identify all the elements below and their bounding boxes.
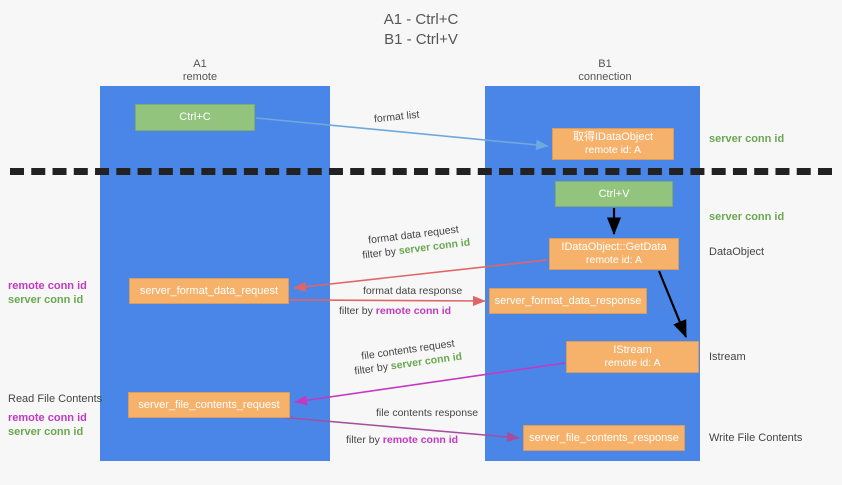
- node-istream-line1: IStream: [613, 344, 652, 356]
- node-format-data-response[interactable]: server_format_data_response: [489, 288, 647, 314]
- node-file-contents-response[interactable]: server_file_contents_response: [523, 425, 685, 451]
- edge-label-file-contents-response: file contents response: [376, 407, 479, 419]
- edge-label-format-data-response-filter: filter by remote conn id: [339, 305, 451, 318]
- node-ctrl-v-label: Ctrl+V: [598, 187, 630, 200]
- side-label-istream: Istream: [709, 351, 746, 363]
- lane-header-a1: A1 remote: [140, 58, 260, 84]
- node-getdata-line2: remote id: A: [585, 254, 643, 266]
- node-idataobject-line1: 取得IDataObject: [572, 131, 654, 143]
- side-label-dataobject: DataObject: [709, 246, 765, 258]
- page-title: A1 - Ctrl+C B1 - Ctrl+V: [0, 10, 842, 50]
- node-file-contents-request-label: server_file_contents_request: [138, 398, 280, 411]
- filter-prefix-3: filter by: [353, 360, 392, 378]
- filter-prefix-4: filter by: [346, 434, 383, 446]
- filter-value-4: remote conn id: [382, 434, 459, 446]
- side-label-read-file-contents: Read File Contents: [8, 393, 103, 405]
- node-getdata-line1: IDataObject::GetData: [561, 241, 667, 253]
- filter-value-2: remote conn id: [375, 305, 452, 317]
- node-istream[interactable]: IStream remote id: A: [566, 341, 699, 373]
- filter-prefix-1: filter by: [361, 245, 400, 262]
- lane-header-b1-sub: connection: [578, 71, 632, 83]
- annotation-server-conn-id-top: server conn id: [709, 133, 785, 145]
- node-file-contents-response-label: server_file_contents_response: [529, 431, 679, 444]
- node-idataobject[interactable]: 取得IDataObject remote id: A: [552, 128, 674, 160]
- annotation-server-conn-id-2: server conn id: [8, 426, 84, 438]
- annotation-remote-conn-id-2: remote conn id: [8, 412, 87, 424]
- node-idataobject-line2: remote id: A: [584, 144, 642, 156]
- annotation-server-conn-id-1: server conn id: [8, 294, 84, 306]
- node-format-data-request[interactable]: server_format_data_request: [129, 278, 289, 304]
- lane-header-a1-name: A1: [193, 58, 207, 70]
- node-file-contents-request[interactable]: server_file_contents_request: [128, 392, 290, 418]
- lane-header-b1-name: B1: [598, 58, 612, 70]
- filter-prefix-2: filter by: [339, 305, 376, 317]
- edge-label-format-list: format list: [373, 108, 420, 126]
- edge-label-file-contents-response-filter: filter by remote conn id: [346, 434, 458, 447]
- title-line-2: B1 - Ctrl+V: [384, 31, 458, 48]
- lane-header-b1: B1 connection: [535, 58, 675, 84]
- node-ctrl-c-label: Ctrl+C: [179, 111, 211, 123]
- node-ctrl-c[interactable]: Ctrl+C: [135, 104, 255, 131]
- annotation-server-conn-id-mid: server conn id: [709, 211, 785, 223]
- node-istream-line2: remote id: A: [604, 357, 661, 369]
- title-line-1: A1 - Ctrl+C: [383, 11, 459, 28]
- node-format-data-response-label: server_format_data_response: [494, 294, 642, 307]
- side-label-write-file-contents: Write File Contents: [709, 432, 803, 444]
- node-getdata[interactable]: IDataObject::GetData remote id: A: [549, 238, 679, 270]
- dashed-divider: [10, 168, 832, 175]
- annotation-conn-ids-left-bottom: remote conn id server conn id: [8, 411, 87, 439]
- node-format-data-request-label: server_format_data_request: [139, 284, 279, 297]
- annotation-conn-ids-left-top: remote conn id server conn id: [8, 279, 87, 307]
- lane-header-a1-sub: remote: [182, 71, 218, 83]
- edge-label-format-data-response: format data response: [363, 285, 463, 297]
- annotation-remote-conn-id-1: remote conn id: [8, 280, 87, 292]
- node-ctrl-v[interactable]: Ctrl+V: [555, 181, 673, 207]
